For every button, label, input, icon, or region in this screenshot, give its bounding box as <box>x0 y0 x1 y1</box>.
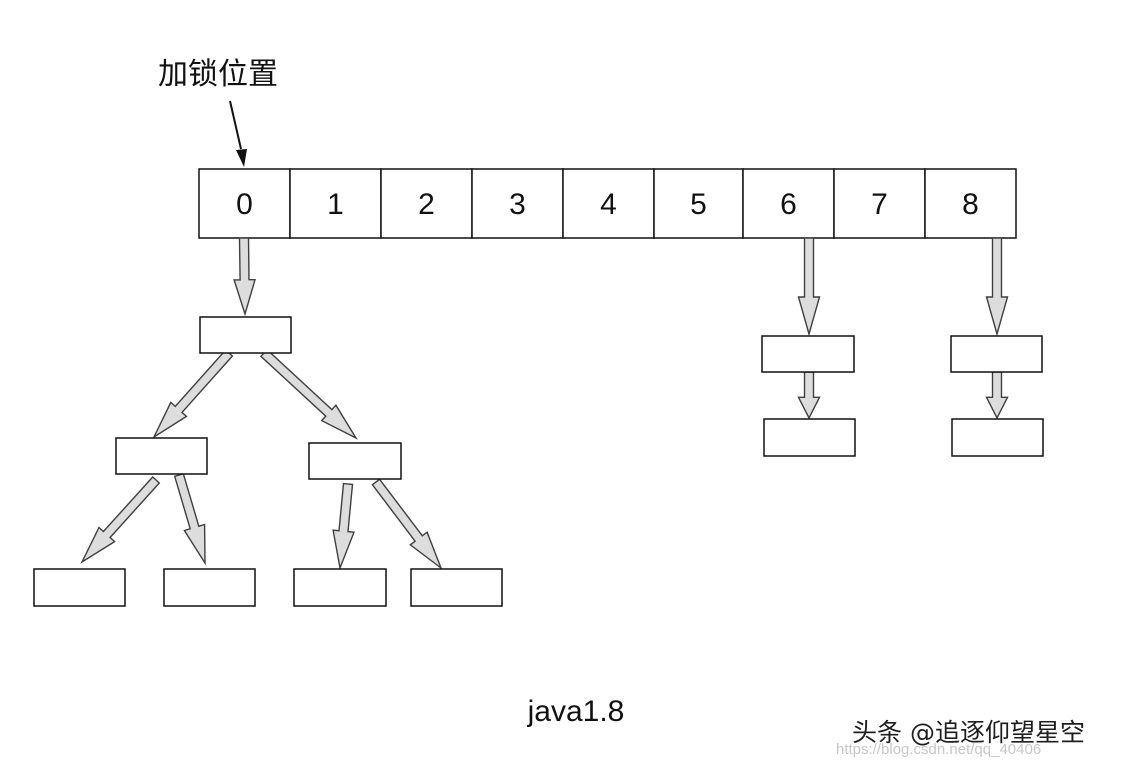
bucket-cell-7 <box>833 168 926 239</box>
list-8-next-arrow <box>985 371 1009 420</box>
lock-pointer-arrow <box>229 100 247 167</box>
tree-leaf-node-4 <box>410 568 503 607</box>
tree-right-node <box>308 442 402 480</box>
tree-left-node <box>115 437 208 475</box>
bucket-index-7: 7 <box>871 188 888 221</box>
right-to-leaf-4-arrow <box>371 478 443 571</box>
bucket-cell-4 <box>562 168 655 239</box>
watermark: https://blog.csdn.net/qq_40406 头条 @追逐仰望星… <box>836 718 1085 758</box>
left-to-leaf-2-arrow <box>173 472 206 566</box>
bucket-array: 0 1 2 3 4 5 6 7 8 <box>198 168 1017 239</box>
bucket-cell-5 <box>653 168 744 239</box>
tree-and-list-arrows <box>80 237 1009 571</box>
bucket-index-4: 4 <box>600 188 617 221</box>
bucket-0-to-root-arrow <box>233 237 256 317</box>
bucket-index-0: 0 <box>236 188 253 221</box>
tree-root-node <box>199 316 292 354</box>
list-node-8-b <box>951 418 1044 457</box>
list-node-6-b <box>763 418 856 457</box>
watermark-text: 头条 @追逐仰望星空 <box>852 718 1085 747</box>
tree-nodes <box>33 316 503 607</box>
bucket-cell-0 <box>198 168 291 239</box>
bucket-6-to-list-arrow <box>797 237 821 337</box>
list-nodes <box>761 335 1044 457</box>
bucket-index-6: 6 <box>780 188 797 221</box>
bucket-index-5: 5 <box>690 188 707 221</box>
diagram-caption: java1.8 <box>527 695 625 728</box>
root-to-left-arrow <box>152 349 234 439</box>
bucket-index-8: 8 <box>962 188 979 221</box>
bucket-cell-8 <box>924 168 1017 239</box>
list-node-6-a <box>761 335 855 373</box>
bucket-8-to-list-arrow <box>985 237 1009 337</box>
left-to-leaf-1-arrow <box>80 476 161 564</box>
lock-position-label: 加锁位置 <box>158 57 278 92</box>
bucket-index-2: 2 <box>418 188 435 221</box>
root-to-right-arrow <box>259 348 358 440</box>
right-to-leaf-3-arrow <box>332 482 355 571</box>
tree-leaf-node-2 <box>163 568 256 607</box>
watermark-url: https://blog.csdn.net/qq_40406 <box>836 741 1041 758</box>
tree-leaf-node-3 <box>293 568 387 607</box>
bucket-cell-6 <box>742 168 835 239</box>
list-node-8-a <box>950 335 1043 373</box>
bucket-index-3: 3 <box>509 188 526 221</box>
bucket-cell-2 <box>380 168 473 239</box>
tree-leaf-node-1 <box>33 568 126 607</box>
list-6-next-arrow <box>797 371 821 420</box>
bucket-cell-1 <box>289 168 382 239</box>
bucket-index-1: 1 <box>327 188 344 221</box>
